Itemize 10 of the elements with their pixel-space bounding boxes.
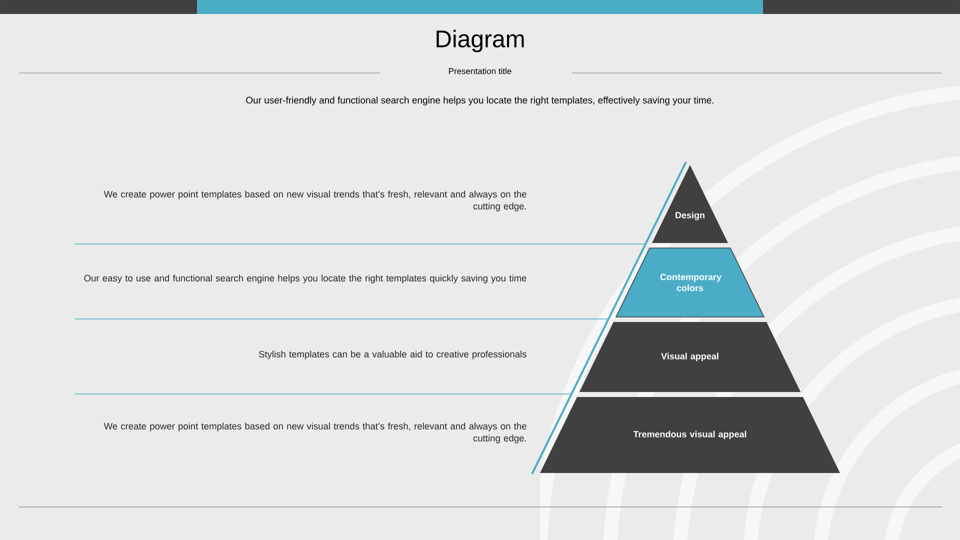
description-text: We create power point templates based on new visual trends that’s fresh, relevant and always on the cutting edge. <box>104 422 526 444</box>
subtitle: Presentation title <box>449 68 512 74</box>
description-text: We create power point templates based on new visual trends that’s fresh, relevant and always on the cutting edge. <box>104 190 526 212</box>
intro-text: Our user-friendly and functional search engine helps you locate the right templates, effectively saving your time. <box>246 96 714 106</box>
pyramid-tier: Tremendous visual appeal <box>540 396 840 473</box>
description-text: Stylish templates can be a valuable aid to creative professionals <box>258 350 526 360</box>
pyramid-tier: Visual appeal <box>579 322 801 392</box>
pyramid-tier: Design <box>652 164 728 243</box>
description-text: Our easy to use and functional search engine helps you locate the right templates quickly saving you time <box>84 274 526 284</box>
title: Diagram <box>436 30 524 52</box>
